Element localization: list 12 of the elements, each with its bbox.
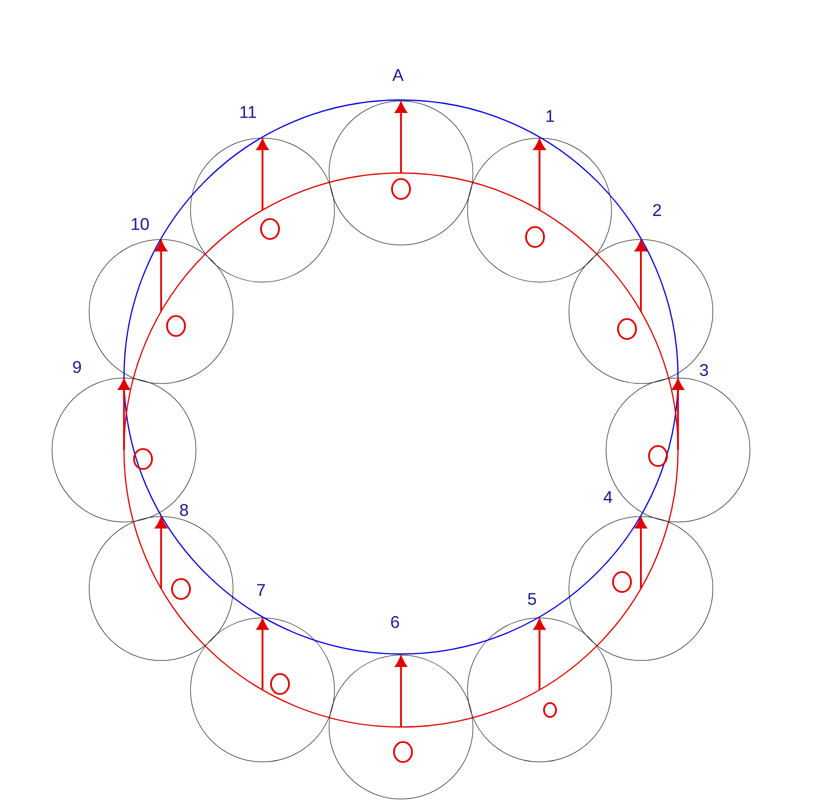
point-label: 10 (132, 218, 149, 230)
point-label: 8 (180, 504, 188, 516)
point-label: 3 (700, 364, 708, 376)
point-label: 1 (546, 110, 554, 122)
point-label: 9 (73, 360, 81, 374)
point-label: 5 (528, 593, 536, 605)
point-label: 2 (653, 204, 661, 216)
point-label: 7 (257, 584, 265, 596)
point-label: A (392, 69, 404, 81)
point-label: 6 (391, 616, 399, 628)
point-label: 11 (240, 106, 256, 118)
point-label: 4 (604, 491, 612, 503)
